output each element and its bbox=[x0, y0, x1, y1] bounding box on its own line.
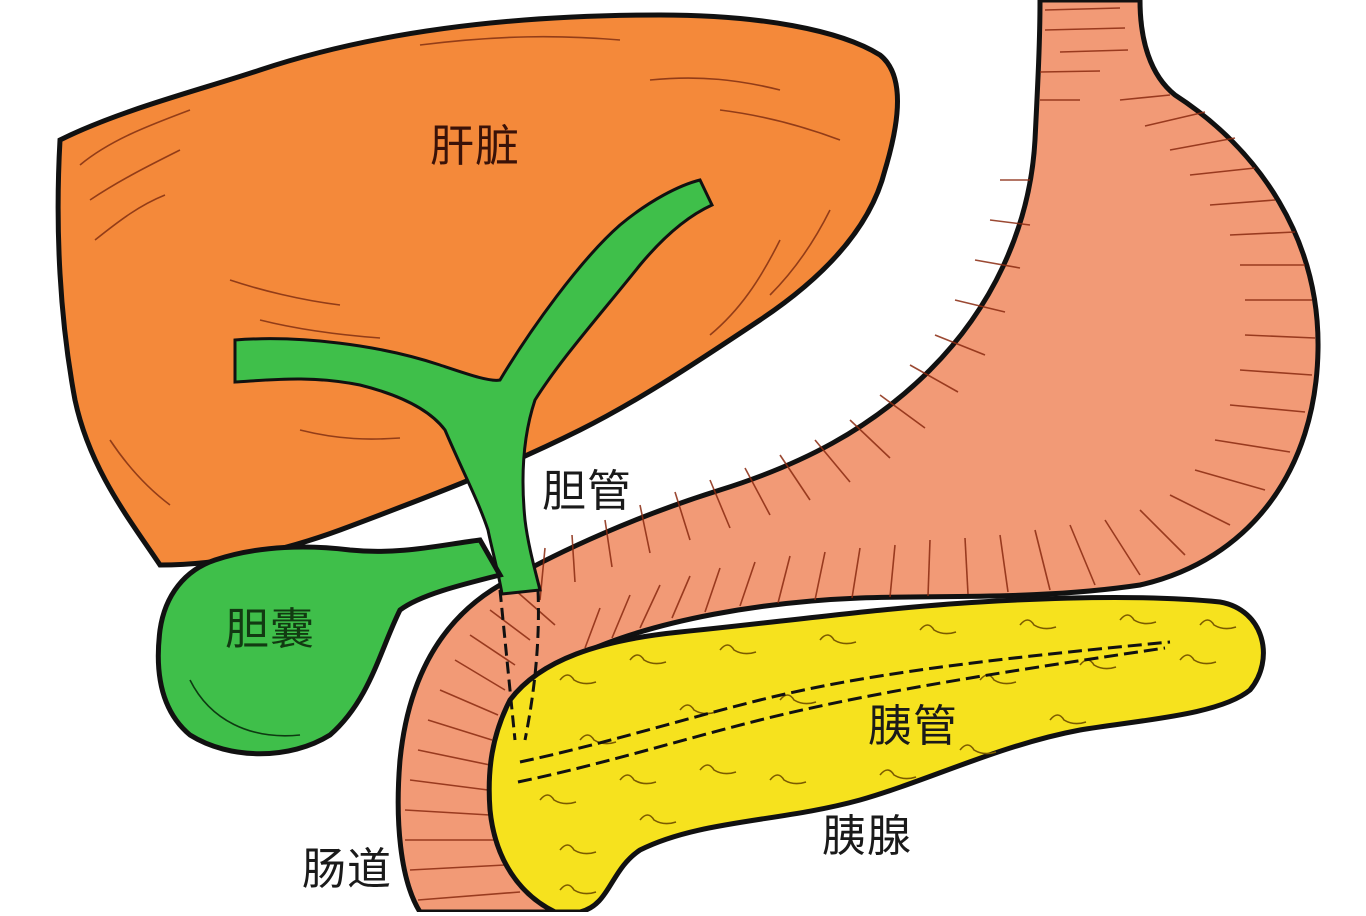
bile-duct-dashes bbox=[498, 589, 540, 741]
label-liver: 肝脏 bbox=[430, 121, 520, 172]
label-pancreatic-duct: 胰管 bbox=[868, 701, 958, 752]
gallbladder-shape bbox=[155, 537, 504, 757]
label-intestine: 肠道 bbox=[302, 844, 392, 895]
bile-duct-shape bbox=[233, 178, 715, 741]
liver-shape bbox=[55, 12, 900, 568]
label-pancreas: 胰腺 bbox=[822, 811, 912, 862]
label-gallbladder: 胆囊 bbox=[225, 604, 315, 655]
pancreas-shape bbox=[486, 595, 1266, 915]
pancreatic-duct-line bbox=[517, 640, 1171, 784]
label-bile-duct: 胆管 bbox=[542, 466, 632, 517]
